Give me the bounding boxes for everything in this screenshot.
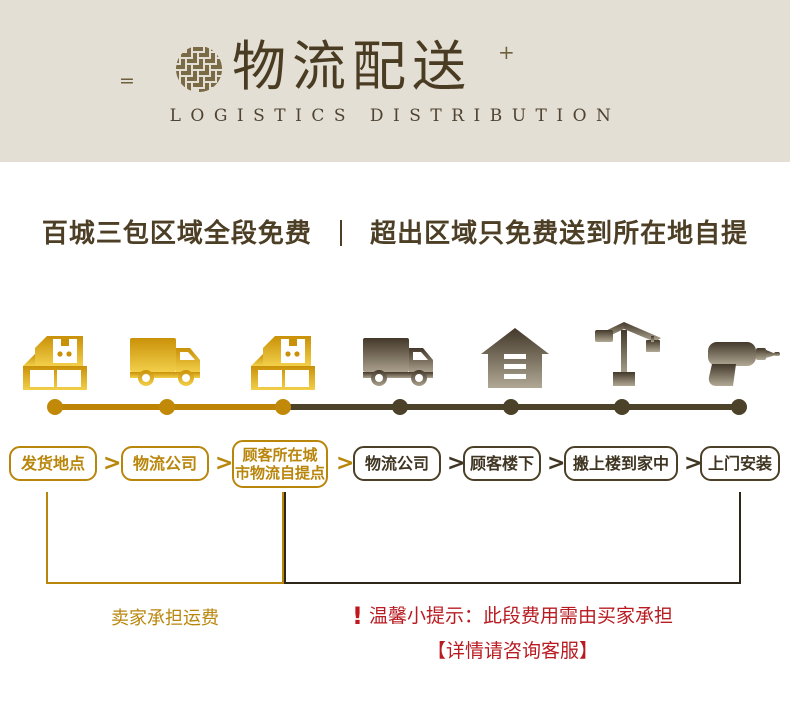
woven-lattice-ornament-icon: [175, 45, 223, 93]
step-pill-6-label: 搬上楼到家中: [572, 454, 669, 473]
timeline-dot-6: [614, 399, 630, 415]
step-separator-6: >: [684, 451, 703, 476]
step-pill-6[interactable]: 搬上楼到家中: [564, 446, 678, 481]
buyer-cost-note: !温馨小提示：此段费用需由买家承担 【详情请咨询客服】: [284, 601, 741, 662]
buyer-cost-note-line2: 【详情请咨询客服】: [426, 640, 598, 662]
flow-icon-drill: [698, 318, 784, 390]
plus-mark-icon: +: [498, 40, 515, 64]
page-title: 物流配送: [232, 35, 472, 98]
timeline-dot-5: [503, 399, 519, 415]
header-banner: =: [0, 0, 790, 162]
seller-cost-note: 卖家承担运费: [111, 608, 219, 629]
step-pill-4-label: 物流公司: [364, 454, 429, 473]
flow-icon-boxes-1: [12, 318, 98, 390]
flow-icon-crane: [586, 318, 672, 390]
headline-divider: [340, 220, 342, 246]
flow-icon-row: [0, 318, 790, 390]
page-subtitle: LOGISTICS DISTRIBUTION: [169, 106, 621, 126]
step-pill-2-label: 物流公司: [132, 454, 197, 473]
flow-icon-truck-1: [125, 318, 211, 390]
step-pill-5[interactable]: 顾客楼下: [463, 446, 541, 481]
step-separator-3: >: [336, 451, 355, 476]
policy-headline: 百城三包区域全段免费 超出区域只免费送到所在地自提: [0, 213, 790, 250]
buyer-cost-note-line1: 温馨小提示：此段费用需由买家承担: [368, 605, 673, 627]
flow-icon-house: [472, 318, 558, 390]
policy-headline-right: 超出区域只免费送到所在地自提: [370, 219, 749, 249]
step-separator-4: >: [447, 451, 466, 476]
step-separator-5: >: [547, 451, 566, 476]
timeline-dot-1: [47, 399, 63, 415]
timeline-dot-4: [392, 399, 408, 415]
flow-icon-truck-2: [358, 318, 444, 390]
step-pill-4[interactable]: 物流公司: [353, 446, 441, 481]
step-separator-1: >: [103, 451, 122, 476]
step-pill-1[interactable]: 发货地点: [9, 446, 97, 481]
step-pill-1-label: 发货地点: [20, 454, 85, 473]
timeline-dot-3: [275, 399, 291, 415]
step-pill-2[interactable]: 物流公司: [121, 446, 209, 481]
step-separator-2: >: [215, 451, 234, 476]
step-pill-7[interactable]: 上门安装: [700, 446, 780, 481]
step-pill-3-label-line1: 顾客所在城: [242, 446, 318, 464]
flow-timeline: [0, 396, 790, 418]
timeline-dot-2: [159, 399, 175, 415]
timeline-dot-7: [731, 399, 747, 415]
flow-icon-boxes-2: [240, 318, 326, 390]
policy-headline-left: 百城三包区域全段免费: [41, 219, 312, 249]
step-pill-3[interactable]: 顾客所在城 市物流自提点: [232, 440, 328, 488]
step-pill-3-label-line2: 市物流自提点: [234, 464, 325, 482]
equals-mark-icon: =: [119, 70, 135, 92]
step-pill-7-label: 上门安装: [707, 454, 772, 473]
warning-exclamation-icon: !: [352, 602, 363, 630]
step-pill-5-label: 顾客楼下: [469, 454, 534, 473]
